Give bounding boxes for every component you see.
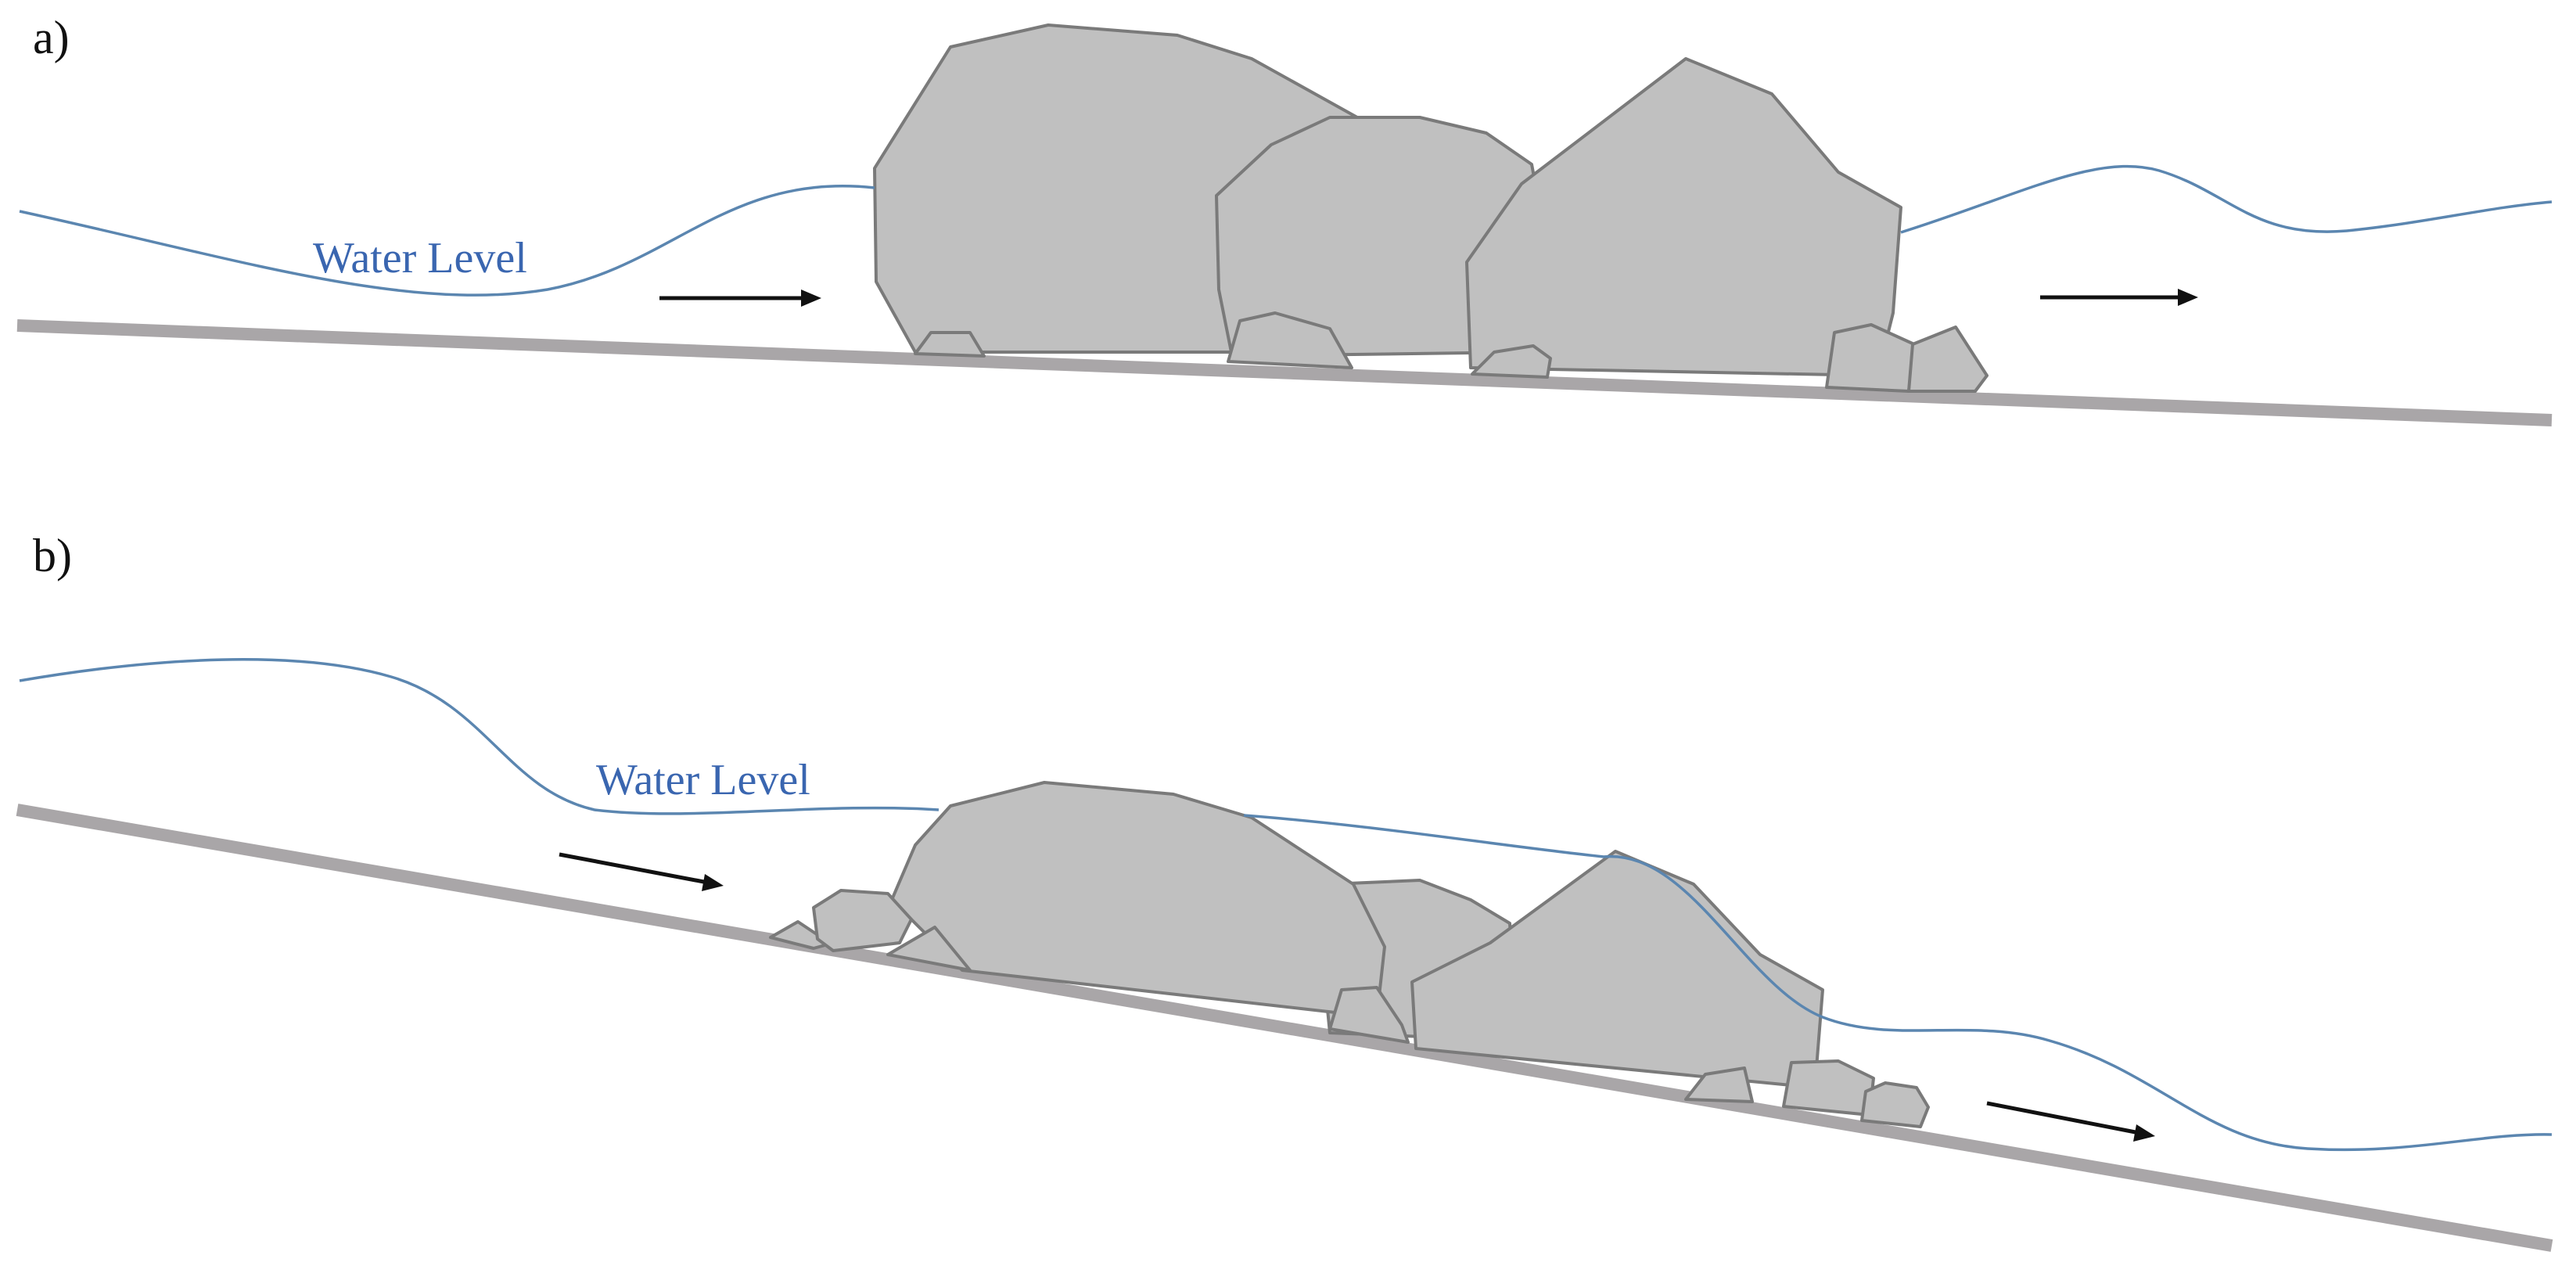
panel-a-boulder-3 bbox=[1465, 57, 1902, 377]
panel-b-cobble-6 bbox=[1782, 1059, 1875, 1117]
panel-b-cobble-5 bbox=[1684, 1066, 1754, 1103]
panel-a-cobble-3 bbox=[1471, 344, 1552, 379]
panel-a-label: a) bbox=[33, 12, 70, 63]
panel-b-cobble-7 bbox=[1860, 1081, 1930, 1128]
panel-a-water-level-line-downstream bbox=[1900, 164, 2553, 234]
panel-b-cobble-3 bbox=[886, 926, 972, 972]
panel-b-flow-arrow-upstream bbox=[559, 852, 724, 891]
panel-b-channel-bed bbox=[16, 804, 2553, 1252]
panel-b-boulder-1 bbox=[890, 781, 1386, 1019]
panel-a-water-level-label: Water Level bbox=[313, 234, 527, 282]
panel-a-channel-bed bbox=[16, 319, 2553, 426]
panel-b-flow-arrow-downstream bbox=[1986, 1101, 2155, 1142]
panel-b: b) Water Level bbox=[16, 530, 2553, 1252]
panel-a-flow-arrow-upstream bbox=[659, 290, 821, 307]
panel-b-water-level-line bbox=[19, 658, 940, 815]
panel-a-cobble-4 bbox=[1825, 323, 1916, 393]
panel-a-water-level-line bbox=[19, 185, 875, 297]
panel-b-label: b) bbox=[33, 530, 72, 581]
panel-a-cobble-2 bbox=[1227, 311, 1353, 369]
panel-a: a) Water Level bbox=[16, 12, 2553, 426]
panel-b-cobble-4 bbox=[1328, 986, 1410, 1044]
panel-b-cobble-2 bbox=[812, 889, 913, 952]
panel-b-water-level-line-mid bbox=[1243, 814, 2553, 1152]
panel-a-flow-arrow-downstream bbox=[2040, 289, 2198, 306]
panel-a-cobble-5 bbox=[1907, 325, 1989, 393]
panel-a-cobble-1 bbox=[914, 331, 986, 358]
panel-b-water-level-label: Water Level bbox=[596, 756, 810, 804]
